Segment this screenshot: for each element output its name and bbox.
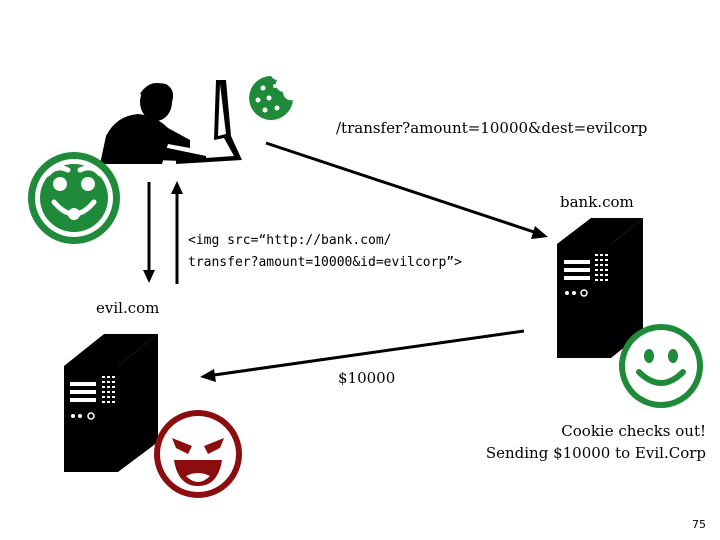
tricky-smiley-icon: [28, 152, 120, 244]
user-at-computer-icon: [100, 80, 242, 164]
page-number: 75: [692, 518, 706, 531]
happy-smiley-icon: [619, 324, 703, 408]
up-arrow: [171, 181, 183, 284]
caption-line-1: Cookie checks out!: [561, 422, 706, 440]
bank-server-icon: [557, 218, 643, 358]
bank-domain-label: bank.com: [560, 193, 634, 211]
money-label: $10000: [338, 369, 396, 387]
cookie-icon: [249, 76, 293, 120]
evil-domain-label: evil.com: [96, 299, 160, 317]
caption-line-2: Sending $10000 to Evil.Corp: [485, 444, 706, 462]
devil-smiley-icon: [154, 410, 242, 498]
img-tag-line-1: <img src=“http://bank.com/: [188, 233, 392, 248]
request-url-label: /transfer?amount=10000&dest=evilcorp: [336, 119, 648, 137]
down-arrow: [143, 182, 155, 283]
img-tag-line-2: transfer?amount=10000&id=evilcorp”>: [188, 255, 462, 270]
bank-caption: Cookie checks out! Sending $10000 to Evi…: [486, 420, 706, 464]
img-tag-code: <img src=“http://bank.com/ transfer?amou…: [188, 230, 462, 274]
evil-server-icon: [64, 334, 158, 472]
